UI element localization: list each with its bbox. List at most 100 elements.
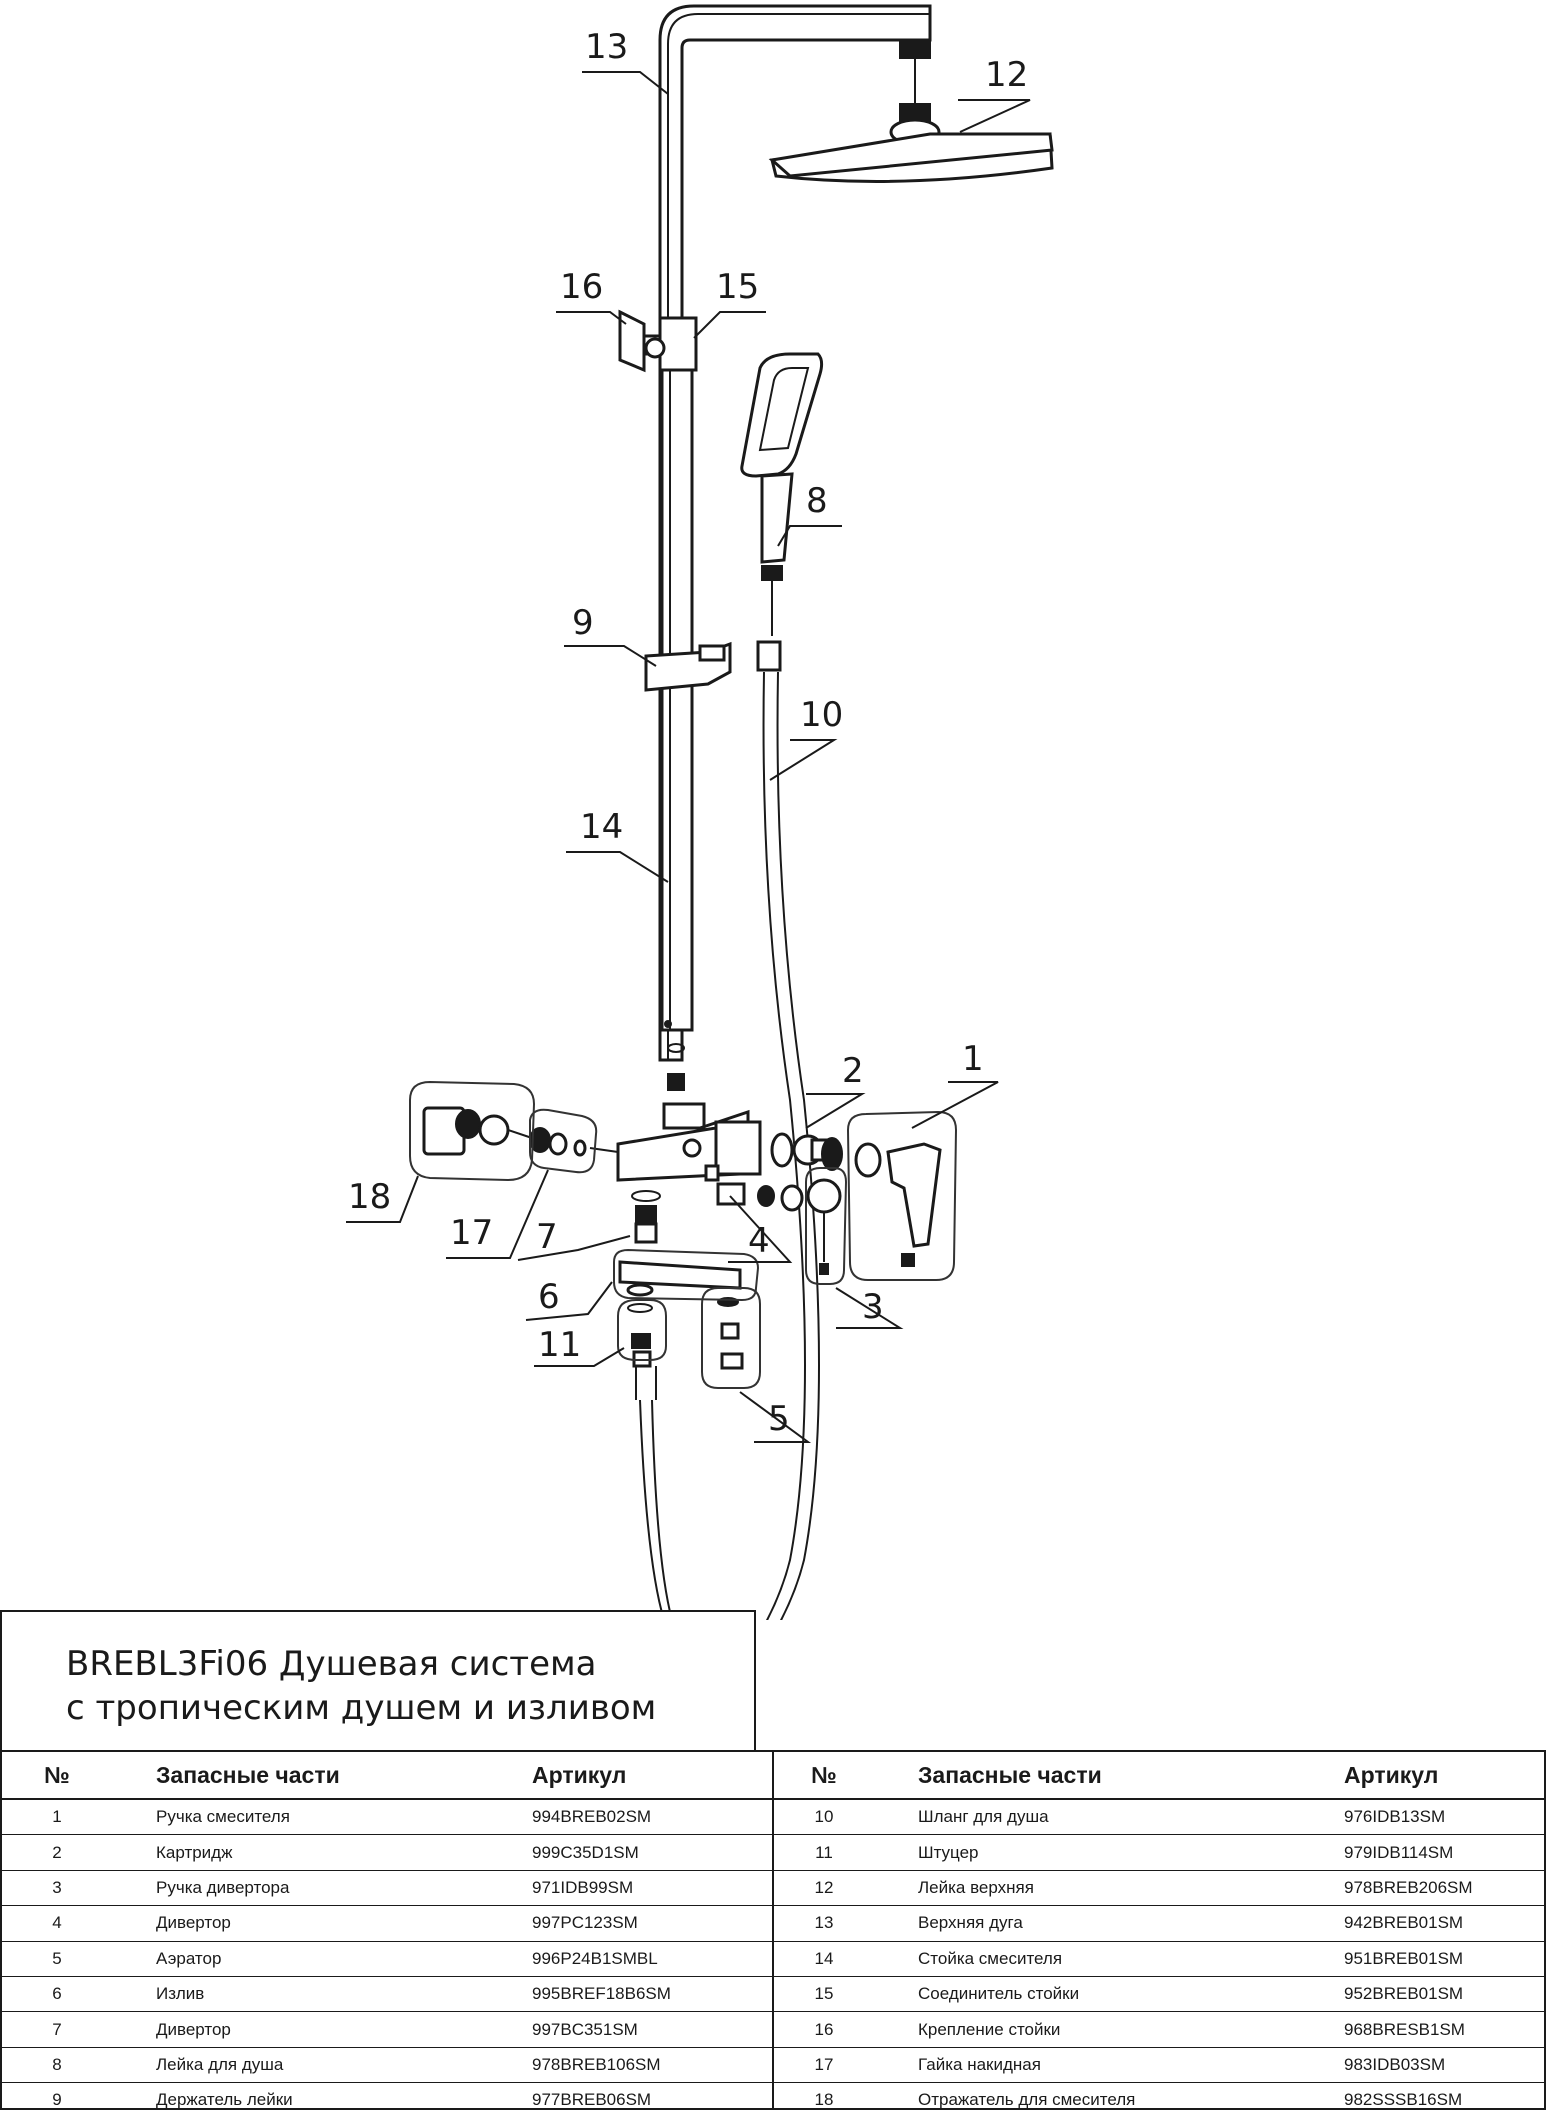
document-title: BREBL3Fi06 Душевая система с тропическим… (66, 1642, 656, 1730)
callout-14: 14 (580, 807, 623, 847)
cell-num: 17 (814, 2054, 834, 2074)
cell-name: Дивертор (156, 1913, 231, 1933)
cell-article: 978BREB106SM (532, 2054, 661, 2074)
group-outline-5 (701, 1287, 761, 1389)
header-article: Артикул (1344, 1761, 1439, 1788)
callout-15: 15 (716, 267, 759, 307)
callout-5: 5 (768, 1399, 790, 1439)
rain-shower-head-12 (768, 58, 1054, 183)
mixer-handle-1 (821, 1137, 942, 1267)
cell-article: 968BRESB1SM (1344, 2019, 1465, 2039)
callout-labels: 13 12 16 15 9 8 14 10 2 1 4 3 18 17 7 6 … (348, 27, 1028, 1439)
column-connector-15 (658, 316, 698, 372)
cell-name: Стойка смесителя (918, 1948, 1063, 1968)
header-name: Запасные части (918, 1761, 1102, 1788)
column-fasteners (667, 1043, 685, 1091)
cell-num: 11 (815, 1842, 833, 1862)
table-row: 14 Стойка смесителя 951BREB01SM (774, 1942, 1544, 1977)
cell-num: 3 (52, 1877, 62, 1897)
group-outline-11 (617, 1299, 667, 1361)
header-name: Запасные части (156, 1761, 340, 1788)
upper-arm-13 (658, 4, 932, 1062)
cell-num: 16 (814, 2019, 834, 2039)
cell-article: 997PC123SM (532, 1913, 638, 1933)
cell-article: 978BREB206SM (1344, 1877, 1473, 1897)
callout-11: 11 (538, 1325, 581, 1365)
callout-7: 7 (536, 1217, 558, 1257)
table-row: 15 Соединитель стойки 952BREB01SM (774, 1977, 1544, 2013)
callout-3: 3 (862, 1287, 884, 1327)
cell-article: 971IDB99SM (532, 1877, 634, 1897)
cell-name: Излив (156, 1984, 205, 2004)
exploded-parts-diagram: 13 12 16 15 9 8 14 10 2 1 4 3 18 17 7 6 … (346, 4, 1054, 1620)
callout-17: 17 (450, 1213, 493, 1253)
cell-name: Гайка накидная (918, 2054, 1041, 2074)
callout-13: 13 (585, 27, 628, 67)
cell-article: 977BREB06SM (532, 2090, 652, 2110)
cell-name: Аэратор (156, 1948, 222, 1968)
callout-6: 6 (538, 1277, 560, 1317)
cell-name: Шланг для душа (918, 1807, 1049, 1827)
header-article: Артикул (532, 1761, 627, 1788)
cell-name: Лейка верхняя (918, 1877, 1034, 1897)
table-row: 17 Гайка накидная 983IDB03SM (774, 2048, 1544, 2084)
shower-hose-10 (639, 671, 820, 1620)
column-mount-16 (618, 309, 666, 373)
cell-article: 942BREB01SM (1344, 1913, 1464, 1933)
cell-num: 1 (52, 1807, 62, 1827)
callout-2: 2 (842, 1051, 864, 1091)
table-header: № Запасные части Артикул (2, 1752, 772, 1800)
cell-article: 996P24B1SMBL (532, 1948, 658, 1968)
table-header: № Запасные части Артикул (774, 1752, 1544, 1800)
cell-article: 951BREB01SM (1344, 1948, 1464, 1968)
cell-name: Соединитель стойки (918, 1984, 1080, 2004)
leader-lines (346, 71, 1031, 1443)
cell-name: Верхняя дуга (918, 1913, 1023, 1933)
cell-num: 8 (52, 2054, 62, 2074)
cell-name: Отражатель для смесителя (918, 2090, 1136, 2110)
reflector-18 (422, 1106, 510, 1156)
group-outline-6 (613, 1248, 760, 1302)
callout-4: 4 (748, 1221, 770, 1261)
hand-shower-8 (740, 352, 824, 672)
title-line-1: BREBL3Fi06 Душевая система (66, 1644, 597, 1684)
cell-name: Ручка дивертора (156, 1877, 290, 1897)
cell-num: 4 (52, 1913, 62, 1933)
shower-holder-9 (644, 641, 732, 692)
cell-num: 15 (814, 1984, 834, 2004)
title-box: BREBL3Fi06 Душевая система с тропическим… (0, 1610, 756, 1750)
cell-num: 13 (814, 1913, 834, 1933)
table-row: 13 Верхняя дуга 942BREB01SM (774, 1906, 1544, 1942)
title-line-2: с тропическим душем и изливом (66, 1688, 657, 1728)
cell-name: Крепление стойки (918, 2019, 1061, 2039)
cell-article: 983IDB03SM (1344, 2054, 1446, 2074)
aerator-5 (717, 1297, 744, 1370)
table-row: 16 Крепление стойки 968BRESB1SM (774, 2012, 1544, 2048)
diverter-handle-3 (806, 1178, 842, 1275)
callout-12: 12 (985, 55, 1028, 95)
parts-table-right: № Запасные части Артикул 10 Шланг для душ… (774, 1752, 1544, 2109)
cell-article: 999C35D1SM (532, 1842, 639, 1862)
callout-16: 16 (560, 267, 603, 307)
cell-num: 14 (814, 1948, 834, 1968)
diverter-7 (631, 1190, 661, 1244)
table-row: 3 Ручка дивертора 971IDB99SM (2, 1871, 772, 1907)
callout-9: 9 (572, 603, 594, 643)
cell-num: 12 (814, 1877, 834, 1897)
cell-article: 994BREB02SM (532, 1807, 652, 1827)
cell-article: 952BREB01SM (1344, 1984, 1464, 2004)
cell-name: Дивертор (156, 2019, 231, 2039)
group-outline-3 (805, 1167, 848, 1285)
cell-num: 10 (814, 1807, 834, 1827)
table-row: 4 Дивертор 997PC123SM (2, 1906, 772, 1942)
